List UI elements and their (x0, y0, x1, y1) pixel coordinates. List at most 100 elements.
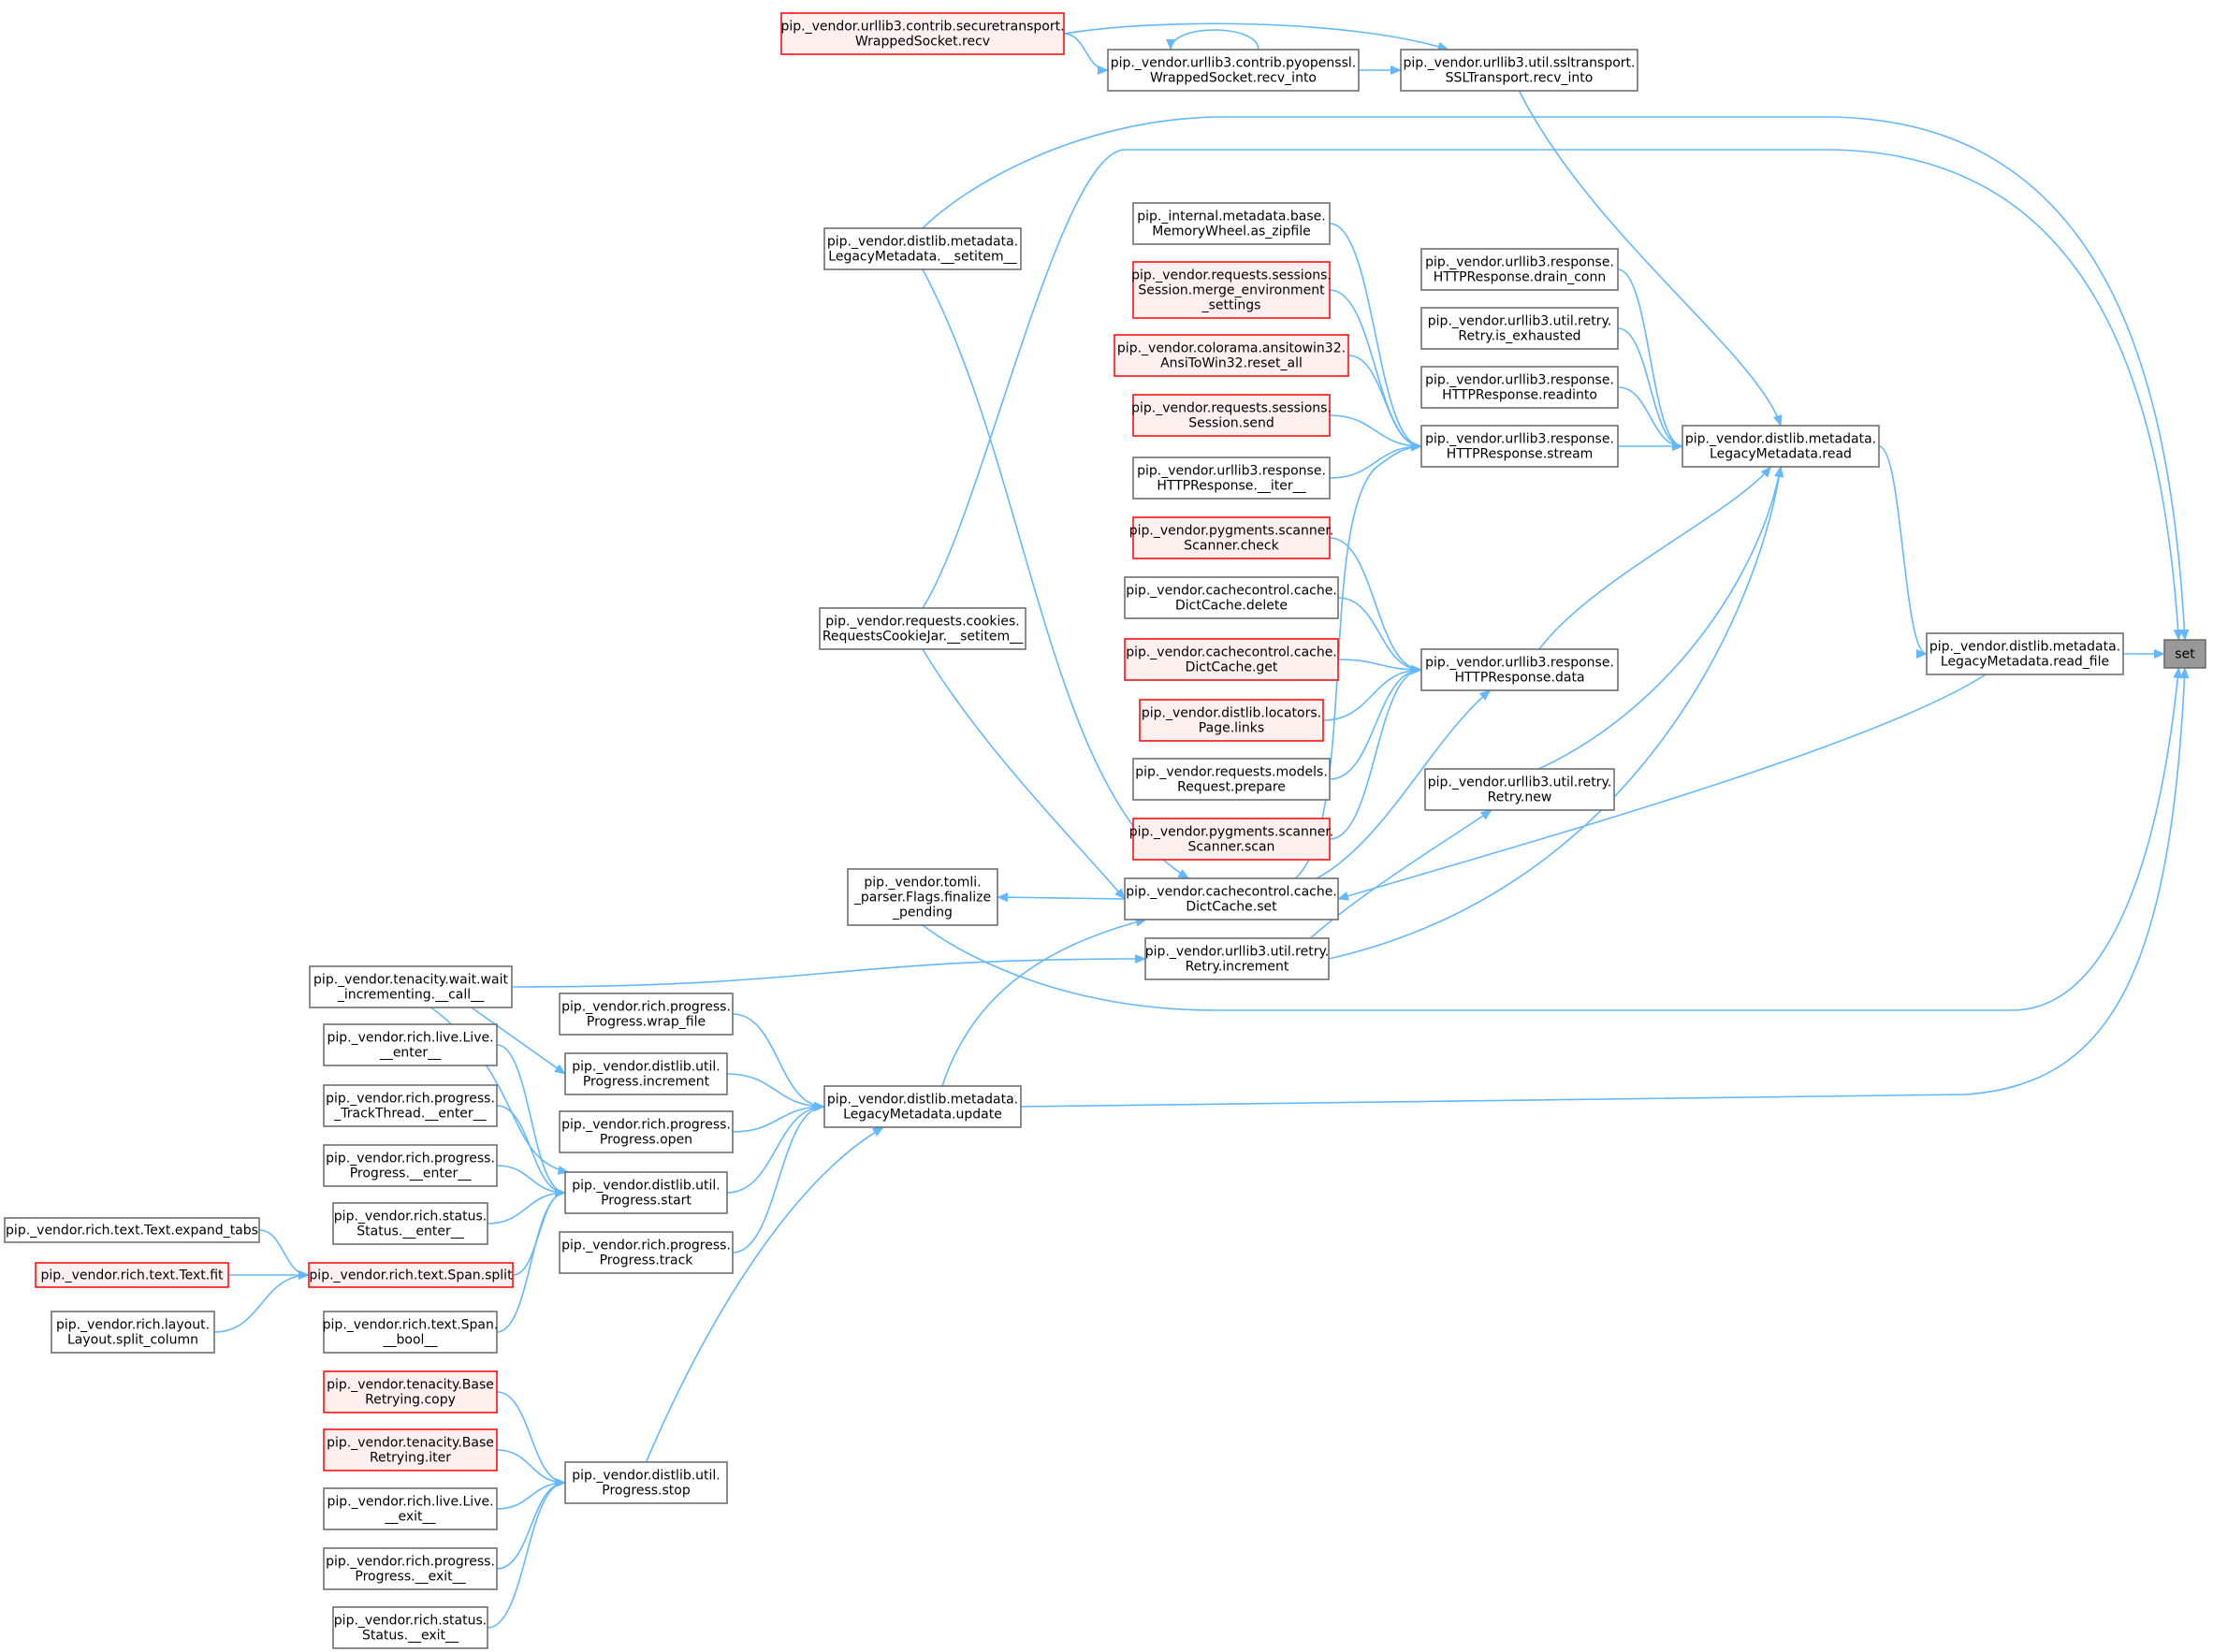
node-label-line: LegacyMetadata.read (1710, 447, 1852, 462)
node-dictcache-delete[interactable]: pip._vendor.cachecontrol.cache.DictCache… (1124, 576, 1339, 619)
node-request-prepare[interactable]: pip._vendor.requests.models.Request.prep… (1132, 758, 1331, 801)
edge-progress_enter-to-util_start (496, 1165, 566, 1197)
node-box (1132, 758, 1331, 801)
node-box (1420, 425, 1619, 468)
node-box (1114, 334, 1349, 377)
node-label-line: SSLTransport.recv_into (1446, 71, 1594, 86)
node-label-line: Progress.increment (583, 1075, 710, 1090)
node-label-line: pip._vendor.tenacity.Base (327, 1378, 494, 1393)
node-pyopenssl-recv-into[interactable]: pip._vendor.urllib3.contrib.pyopenssl.Wr… (1107, 49, 1360, 92)
edge-line (496, 1165, 566, 1197)
edge-line (997, 892, 1126, 903)
edge-line (1020, 667, 2190, 1108)
node-ssl-recv-into[interactable]: pip._vendor.urllib3.util.ssltransport.SS… (1400, 49, 1638, 92)
node-label-line: pip._vendor.requests.sessions. (1131, 268, 1332, 283)
node-wrap-file[interactable]: pip._vendor.rich.progress.Progress.wrap_… (559, 993, 734, 1036)
node-label-line: pip._vendor.tenacity.Base (327, 1436, 494, 1451)
edge-line (496, 1391, 566, 1487)
edge-util_increment-to-md_update (726, 1073, 825, 1111)
node-label-line: Request.prepare (1177, 780, 1286, 795)
node-util-start[interactable]: pip._vendor.distlib.util.Progress.start (564, 1171, 728, 1214)
node-wait-call[interactable]: pip._vendor.tenacity.wait.wait_increment… (309, 965, 513, 1008)
node-retry-new[interactable]: pip._vendor.urllib3.util.retry.Retry.new (1424, 768, 1615, 811)
node-readinto[interactable]: pip._vendor.urllib3.response.HTTPRespons… (1420, 366, 1619, 409)
node-md-setitem[interactable]: pip._vendor.distlib.metadata.LegacyMetad… (823, 227, 1022, 270)
node-scanner-check[interactable]: pip._vendor.pygments.scanner.Scanner.che… (1129, 516, 1334, 559)
node-label-line: pip._vendor.rich.text.Text.fit (40, 1268, 224, 1283)
node-label-line: Retry.increment (1186, 960, 1289, 975)
node-span-bool[interactable]: pip._vendor.rich.text.Span.__bool__ (323, 1311, 499, 1354)
edge-md_update-to-set (1020, 667, 2190, 1108)
node-status-enter[interactable]: pip._vendor.rich.status.Status.__enter__ (332, 1202, 488, 1245)
node-progress-open[interactable]: pip._vendor.rich.progress.Progress.open (559, 1110, 734, 1153)
node-label-line: pip._vendor.urllib3.response. (1425, 432, 1614, 447)
node-label-line: pip._vendor.tomli. (864, 876, 981, 891)
node-resp-data[interactable]: pip._vendor.urllib3.response.HTTPRespons… (1420, 648, 1619, 691)
edge-line (1322, 665, 1422, 721)
node-box (564, 1461, 728, 1504)
node-label-line: Status.__exit__ (362, 1629, 459, 1644)
node-label-line: Scanner.scan (1188, 840, 1275, 855)
node-status-exit[interactable]: pip._vendor.rich.status.Status.__exit__ (332, 1606, 488, 1649)
node-box (323, 1547, 498, 1590)
node-scanner-scan[interactable]: pip._vendor.pygments.scanner.Scanner.sca… (1129, 818, 1334, 861)
node-session-send[interactable]: pip._vendor.requests.sessions.Session.se… (1131, 394, 1332, 437)
node-cookie-setitem[interactable]: pip._vendor.requests.cookies.RequestsCoo… (819, 607, 1026, 650)
node-label-line: __enter__ (379, 1046, 442, 1061)
node-box (1132, 516, 1331, 559)
node-label-line: pip._vendor.rich.status. (334, 1614, 487, 1629)
node-as-zipfile[interactable]: pip._internal.metadata.base.MemoryWheel.… (1132, 202, 1331, 245)
node-label-line: _pending (892, 906, 953, 920)
node-reset-all[interactable]: pip._vendor.colorama.ansitowin32.AnsiToW… (1114, 334, 1349, 377)
edge-line (511, 954, 1146, 988)
node-progress-exit[interactable]: pip._vendor.rich.progress.Progress.__exi… (323, 1547, 498, 1590)
node-text-fit[interactable]: pip._vendor.rich.text.Text.fit (35, 1262, 229, 1288)
node-label-line: pip._vendor.colorama.ansitowin32. (1117, 341, 1346, 356)
edge-retry_new-to-md_read (1537, 466, 1784, 770)
edge-md_update-to-dictcache_set (941, 917, 1147, 1087)
node-finalize-pending[interactable]: pip._vendor.tomli._parser.Flags.finalize… (847, 868, 998, 926)
node-merge-env[interactable]: pip._vendor.requests.sessions.Session.me… (1131, 261, 1332, 319)
node-md-update[interactable]: pip._vendor.distlib.metadata.LegacyMetad… (823, 1085, 1022, 1128)
node-box (823, 1085, 1022, 1128)
node-is-exhausted[interactable]: pip._vendor.urllib3.util.retry.Retry.is_… (1420, 307, 1619, 350)
node-box (1926, 632, 2124, 675)
edge-md_read-to-read_file (1878, 445, 1928, 659)
node-dictcache-get[interactable]: pip._vendor.cachecontrol.cache.DictCache… (1124, 638, 1339, 681)
node-live-exit[interactable]: pip._vendor.rich.live.Live.__exit__ (323, 1487, 498, 1530)
node-page-links[interactable]: pip._vendor.distlib.locators.Page.links (1139, 699, 1324, 742)
node-set[interactable]: set (2163, 639, 2206, 669)
node-progress-track[interactable]: pip._vendor.rich.progress.Progress.track (559, 1231, 734, 1274)
node-retry-increment[interactable]: pip._vendor.urllib3.util.retry.Retry.inc… (1144, 937, 1330, 980)
edge-line (1063, 22, 1449, 51)
edge-read_file-to-dictcache_set (1337, 674, 1987, 901)
node-label-line: Progress.open (600, 1133, 692, 1148)
node-label-line: pip._vendor.pygments.scanner. (1129, 524, 1334, 539)
node-md-read[interactable]: pip._vendor.distlib.metadata.LegacyMetad… (1682, 425, 1880, 468)
edge-line (496, 1044, 566, 1197)
node-box (2163, 639, 2206, 669)
node-util-increment[interactable]: pip._vendor.distlib.util.Progress.increm… (564, 1052, 728, 1095)
node-resp-iter[interactable]: pip._vendor.urllib3.response.HTTPRespons… (1132, 456, 1331, 500)
node-securetransport-recv[interactable]: pip._vendor.urllib3.contrib.securetransp… (780, 12, 1065, 55)
node-live-enter[interactable]: pip._vendor.rich.live.Live.__enter__ (323, 1023, 498, 1066)
node-stream[interactable]: pip._vendor.urllib3.response.HTTPRespons… (1420, 425, 1619, 468)
edge-line (1316, 689, 1492, 879)
node-read-file[interactable]: pip._vendor.distlib.metadata.LegacyMetad… (1926, 632, 2124, 675)
node-span-split[interactable]: pip._vendor.rich.text.Span.split (308, 1262, 514, 1288)
node-box (819, 607, 1026, 650)
node-progress-enter[interactable]: pip._vendor.rich.progress.Progress.__ent… (323, 1144, 498, 1187)
node-label-line: Layout.split_column (67, 1333, 198, 1348)
node-expand-tabs[interactable]: pip._vendor.rich.text.Text.expand_tabs (4, 1217, 260, 1243)
node-label-line: pip._vendor.urllib3.response. (1425, 373, 1614, 388)
node-split-column[interactable]: pip._vendor.rich.layout.Layout.split_col… (51, 1311, 215, 1354)
node-util-stop[interactable]: pip._vendor.distlib.util.Progress.stop (564, 1461, 728, 1504)
node-trackthread-enter[interactable]: pip._vendor.rich.progress._TrackThread._… (323, 1084, 498, 1127)
node-label-line: pip._vendor.urllib3.contrib.securetransp… (780, 20, 1064, 35)
node-dictcache-set[interactable]: pip._vendor.cachecontrol.cache.DictCache… (1124, 877, 1339, 920)
node-drain-conn[interactable]: pip._vendor.urllib3.response.HTTPRespons… (1420, 248, 1619, 291)
edge-line (487, 1188, 566, 1225)
node-label-line: Progress.track (600, 1253, 694, 1268)
